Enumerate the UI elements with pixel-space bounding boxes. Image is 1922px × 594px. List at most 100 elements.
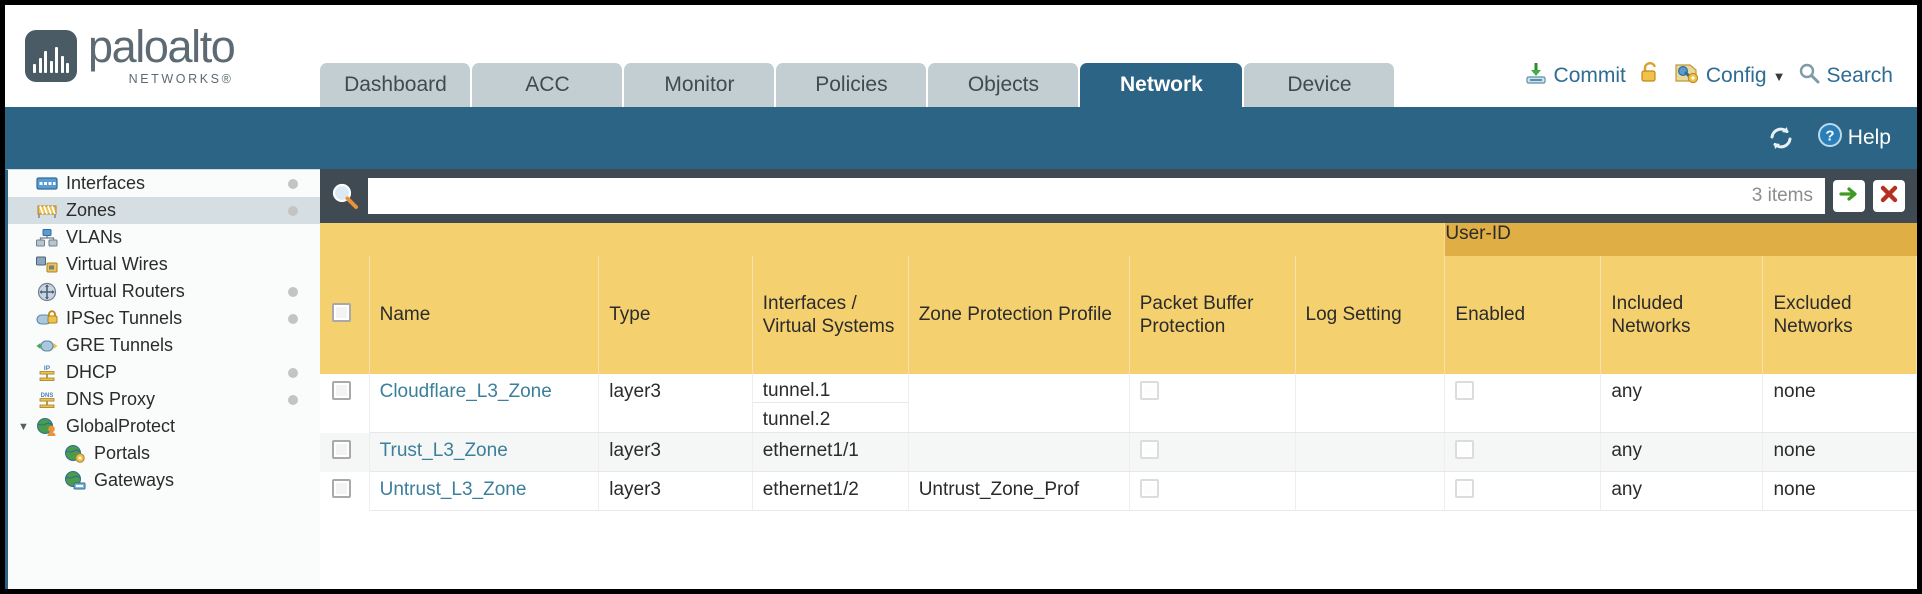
- sidebar-item-interfaces[interactable]: Interfaces: [8, 170, 320, 197]
- column-header-packet-buffer-protection[interactable]: Packet Buffer Protection: [1129, 256, 1296, 374]
- zone-name-link[interactable]: Untrust_L3_Zone: [379, 479, 527, 500]
- cell-interfaces: tunnel.1 tunnel.2: [752, 374, 909, 433]
- column-header-interfaces[interactable]: Interfaces / Virtual Systems: [752, 256, 909, 374]
- sidebar-item-virtual-wires[interactable]: Virtual Wires: [8, 251, 320, 278]
- sidebar-item-gateways[interactable]: Gateways: [8, 467, 320, 494]
- tab-acc[interactable]: ACC: [472, 62, 623, 107]
- unlock-button[interactable]: [1639, 61, 1661, 91]
- cell-zone-protection-profile: [908, 432, 1130, 472]
- status-dot: [288, 394, 298, 405]
- chevron-down-icon: ▼: [1772, 68, 1786, 84]
- header-label: Enabled: [1455, 304, 1526, 326]
- packet-buffer-protection-checkbox[interactable]: [1139, 381, 1159, 400]
- ipsec-tunnels-icon: [34, 309, 60, 329]
- column-header-excluded-networks[interactable]: Excluded Networks: [1762, 256, 1917, 374]
- brand-logo: paloalto NETWORKS®: [5, 5, 236, 107]
- sidebar-item-globalprotect[interactable]: ▼ GlobalProtect: [8, 413, 320, 440]
- sidebar-item-label: Zones: [66, 200, 117, 220]
- dhcp-icon: IP: [34, 363, 60, 383]
- cell-userid-enabled: [1444, 432, 1602, 472]
- sidebar-item-dns-proxy[interactable]: DNS DNS Proxy: [8, 386, 320, 413]
- sidebar-item-virtual-routers[interactable]: Virtual Routers: [8, 278, 320, 305]
- cell-userid-enabled: [1444, 471, 1602, 511]
- row-checkbox[interactable]: [332, 478, 351, 498]
- expand-collapse-caret-icon[interactable]: ▼: [18, 420, 29, 433]
- tab-policies[interactable]: Policies: [776, 62, 927, 107]
- zones-table-container: User-ID Name Type Interfaces / Virtual S…: [320, 223, 1917, 589]
- row-select-cell[interactable]: [320, 432, 370, 472]
- cell-name: Trust_L3_Zone: [369, 432, 600, 472]
- clear-filter-button[interactable]: [1873, 180, 1905, 212]
- table-header-row: Name Type Interfaces / Virtual Systems Z…: [320, 256, 1917, 374]
- header-label: Excluded Networks: [1773, 292, 1853, 337]
- search-input[interactable]: 3 items: [368, 178, 1825, 214]
- tab-objects[interactable]: Objects: [928, 62, 1079, 107]
- table-row[interactable]: Cloudflare_L3_Zone layer3 tunnel.1 tunne…: [320, 374, 1917, 433]
- tab-dashboard[interactable]: Dashboard: [320, 62, 471, 107]
- cell-interfaces: ethernet1/2: [752, 471, 909, 511]
- tab-monitor[interactable]: Monitor: [624, 62, 775, 107]
- portals-icon: [62, 444, 88, 464]
- filter-search-icon[interactable]: [330, 181, 360, 211]
- status-dot: [288, 205, 298, 216]
- select-all-header[interactable]: [320, 256, 370, 374]
- svg-text:?: ?: [1825, 128, 1834, 145]
- globalprotect-icon: [34, 417, 60, 437]
- column-header-enabled[interactable]: Enabled: [1444, 256, 1602, 374]
- sidebar-item-label: Virtual Wires: [66, 254, 168, 274]
- sidebar-item-gre-tunnels[interactable]: GRE Tunnels: [8, 332, 320, 359]
- svg-text:DNS: DNS: [41, 393, 54, 399]
- userid-enabled-checkbox[interactable]: [1455, 381, 1475, 400]
- sidebar-item-dhcp[interactable]: IP DHCP: [8, 359, 320, 386]
- sub-header-bar: ? Help: [5, 107, 1917, 169]
- sidebar-item-label: DNS Proxy: [66, 389, 156, 409]
- row-checkbox[interactable]: [332, 381, 351, 400]
- items-count-label: 3 items: [1751, 185, 1813, 206]
- commit-label: Commit: [1553, 64, 1626, 87]
- top-bar: paloalto NETWORKS® Dashboard ACC Monitor…: [5, 5, 1917, 107]
- zone-name-link[interactable]: Cloudflare_L3_Zone: [379, 381, 552, 402]
- zones-table-body: Cloudflare_L3_Zone layer3 tunnel.1 tunne…: [320, 374, 1917, 511]
- cell-type: layer3: [598, 374, 753, 433]
- packet-buffer-protection-checkbox[interactable]: [1139, 440, 1159, 459]
- header-label: Zone Protection Profile: [918, 304, 1112, 326]
- status-dot: [288, 178, 298, 189]
- select-all-checkbox[interactable]: [332, 302, 351, 322]
- column-header-zone-protection-profile[interactable]: Zone Protection Profile: [908, 256, 1130, 374]
- row-select-cell[interactable]: [320, 471, 370, 511]
- search-button[interactable]: Search: [1798, 62, 1893, 90]
- column-header-log-setting[interactable]: Log Setting: [1295, 256, 1446, 374]
- sidebar-item-ipsec-tunnels[interactable]: IPSec Tunnels: [8, 305, 320, 332]
- zone-name-link[interactable]: Trust_L3_Zone: [379, 440, 508, 461]
- row-checkbox[interactable]: [332, 439, 351, 459]
- tab-device[interactable]: Device: [1244, 62, 1395, 107]
- column-header-included-networks[interactable]: Included Networks: [1600, 256, 1764, 374]
- commit-button[interactable]: Commit: [1524, 61, 1626, 91]
- config-dropdown[interactable]: Config ▼: [1674, 61, 1786, 91]
- help-button[interactable]: ? Help: [1817, 122, 1891, 154]
- arrow-right-icon: [1838, 183, 1860, 210]
- table-row[interactable]: Untrust_L3_Zone layer3 ethernet1/2 Untru…: [320, 471, 1917, 511]
- row-select-cell[interactable]: [320, 374, 370, 433]
- sidebar-item-zones[interactable]: Zones: [8, 197, 320, 224]
- apply-filter-button[interactable]: [1833, 180, 1865, 212]
- userid-enabled-checkbox[interactable]: [1455, 440, 1475, 459]
- main-panel: 3 items: [320, 169, 1917, 589]
- gateways-icon: [62, 470, 88, 491]
- header-label: Interfaces / Virtual Systems: [762, 292, 895, 337]
- sidebar-item-portals[interactable]: Portals: [8, 440, 320, 467]
- tab-network[interactable]: Network: [1080, 62, 1243, 107]
- userid-enabled-checkbox[interactable]: [1455, 479, 1475, 498]
- sidebar-item-vlans[interactable]: VLANs: [8, 224, 320, 251]
- table-row[interactable]: Trust_L3_Zone layer3 ethernet1/1 any non…: [320, 432, 1917, 472]
- packet-buffer-protection-checkbox[interactable]: [1139, 479, 1159, 498]
- header-label: Log Setting: [1305, 304, 1402, 326]
- column-header-type[interactable]: Type: [598, 256, 753, 374]
- cell-excluded-networks: none: [1762, 471, 1917, 511]
- refresh-icon[interactable]: [1767, 125, 1795, 151]
- svg-text:IP: IP: [44, 365, 51, 372]
- cell-interfaces: ethernet1/1: [752, 432, 909, 472]
- sidebar-item-label: GlobalProtect: [66, 416, 176, 436]
- column-header-name[interactable]: Name: [369, 256, 600, 374]
